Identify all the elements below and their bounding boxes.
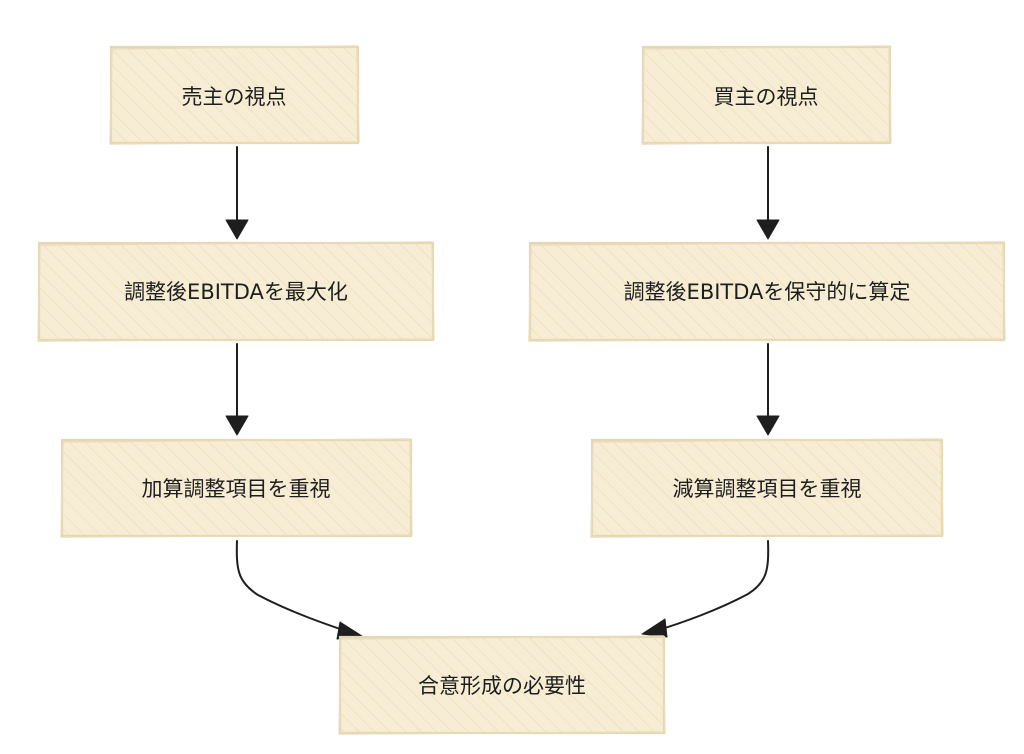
edge-buyer-deductions-to-consensus [654, 540, 770, 632]
arrowhead-icon [641, 618, 668, 638]
arrowhead-icon [756, 219, 780, 240]
node-seller-view[interactable]: 売主の視点 [109, 45, 360, 145]
node-buyer-conservative[interactable]: 調整後EBITDAを保守的に算定 [528, 241, 1006, 342]
node-buyer-view-label: 買主の視点 [714, 85, 819, 109]
node-buyer-deductions[interactable]: 減算調整項目を重視 [590, 438, 944, 538]
node-seller-view-label: 売主の視点 [182, 85, 287, 109]
node-seller-additions[interactable]: 加算調整項目を重視 [60, 438, 413, 538]
edges-layer [225, 146, 780, 640]
arrowhead-icon [225, 415, 249, 436]
node-seller-maximize[interactable]: 調整後EBITDAを最大化 [37, 241, 435, 342]
arrowhead-icon [225, 219, 249, 240]
node-buyer-conservative-label: 調整後EBITDAを保守的に算定 [624, 280, 911, 304]
node-seller-additions-label: 加算調整項目を重視 [142, 477, 331, 501]
node-buyer-view[interactable]: 買主の視点 [641, 45, 892, 145]
node-buyer-deductions-label: 減算調整項目を重視 [673, 477, 862, 501]
edge-seller-additions-to-consensus [235, 540, 353, 634]
node-seller-maximize-label: 調整後EBITDAを最大化 [124, 280, 348, 304]
node-consensus[interactable]: 合意形成の必要性 [338, 635, 666, 735]
node-consensus-label: 合意形成の必要性 [418, 674, 586, 698]
arrowhead-icon [756, 415, 780, 436]
